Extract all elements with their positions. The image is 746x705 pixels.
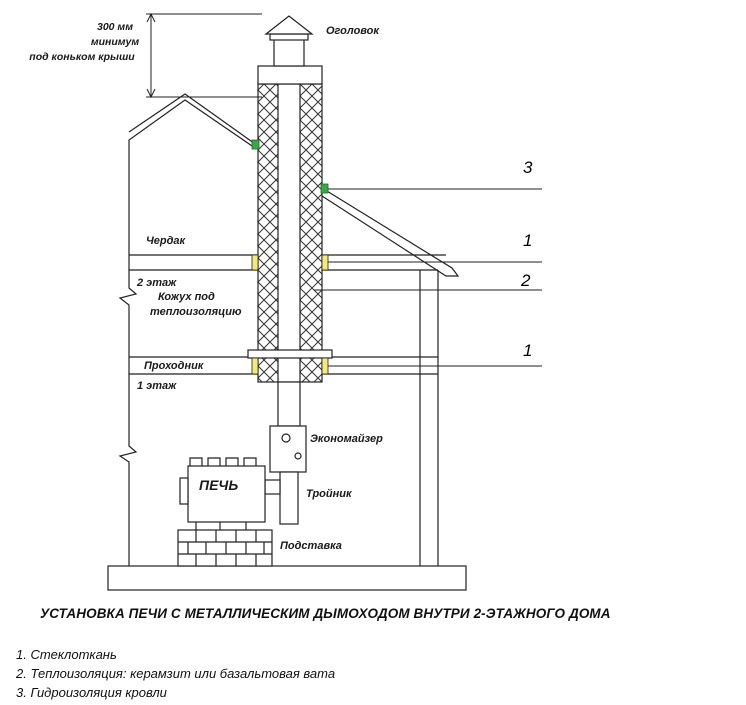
cap-base [269,33,309,41]
waterproofing-left [251,139,260,150]
stove-side-handle [179,477,189,505]
chimney-top-collar [257,65,323,85]
stove-label: ПЕЧЬ [199,477,238,493]
tee-vertical [279,471,299,525]
fiberglass-mid-right [321,357,329,375]
callout-1-bottom: 1 [523,341,532,360]
diagram-title: УСТАНОВКА ПЕЧИ С МЕТАЛЛИЧЕСКИМ ДЫМОХОДОМ… [40,606,611,621]
economizer-port-2 [294,452,302,460]
stove-top-vents [189,457,257,466]
legend-item-insulation: 2. Теплоизоляция: керамзит или базальтов… [16,666,336,681]
chimney-pipe-top [273,37,305,67]
callout-1-top: 1 [523,231,532,250]
cap-label: Оголовок [326,25,380,37]
economizer-label: Экономайзер [310,433,383,445]
tee-label: Тройник [306,488,353,500]
casing-label-line1: Кожух под [158,291,215,303]
waterproofing-right [320,183,329,194]
legend-item-fiberglass: 1. Стеклоткань [16,647,117,662]
right-roof [321,187,460,277]
flue-pipe [277,83,301,383]
clearance-label-line1: 300 мм [97,21,133,33]
stove-legs [195,522,247,530]
clearance-label-line2: минимум [91,36,140,48]
passthrough-plate [247,349,333,359]
dim-arrow-up [146,12,156,23]
callout-3: 3 [523,158,533,177]
fiberglass-attic-right [321,254,329,271]
cap-cone [264,15,314,35]
dim-arrow-down [146,88,156,99]
left-roof [128,93,259,147]
economizer-port [281,433,291,443]
callout-2: 2 [520,271,531,290]
legend-item-waterproofing: 3. Гидроизоляция кровли [16,685,167,700]
passthrough-label: Проходник [144,360,205,372]
floor2-label: 2 этаж [136,277,177,289]
attic-label: Чердак [146,235,187,247]
casing-label-line2: теплоизоляцию [150,306,242,318]
tee-branch [264,479,281,495]
stand-label: Подставка [280,540,342,552]
stove-body [187,465,266,523]
lower-flue-pipe [277,381,301,427]
foundation [107,565,467,591]
brick-stand [177,529,273,567]
clearance-label-line3: под коньком крыши [29,51,135,63]
floor1-label: 1 этаж [137,380,177,392]
economizer [269,425,307,473]
legend: 1. Стеклоткань 2. Теплоизоляция: керамзи… [16,645,335,702]
left-wall [118,99,256,566]
fiberglass-mid-left [251,357,259,375]
fiberglass-attic-left [251,254,259,271]
